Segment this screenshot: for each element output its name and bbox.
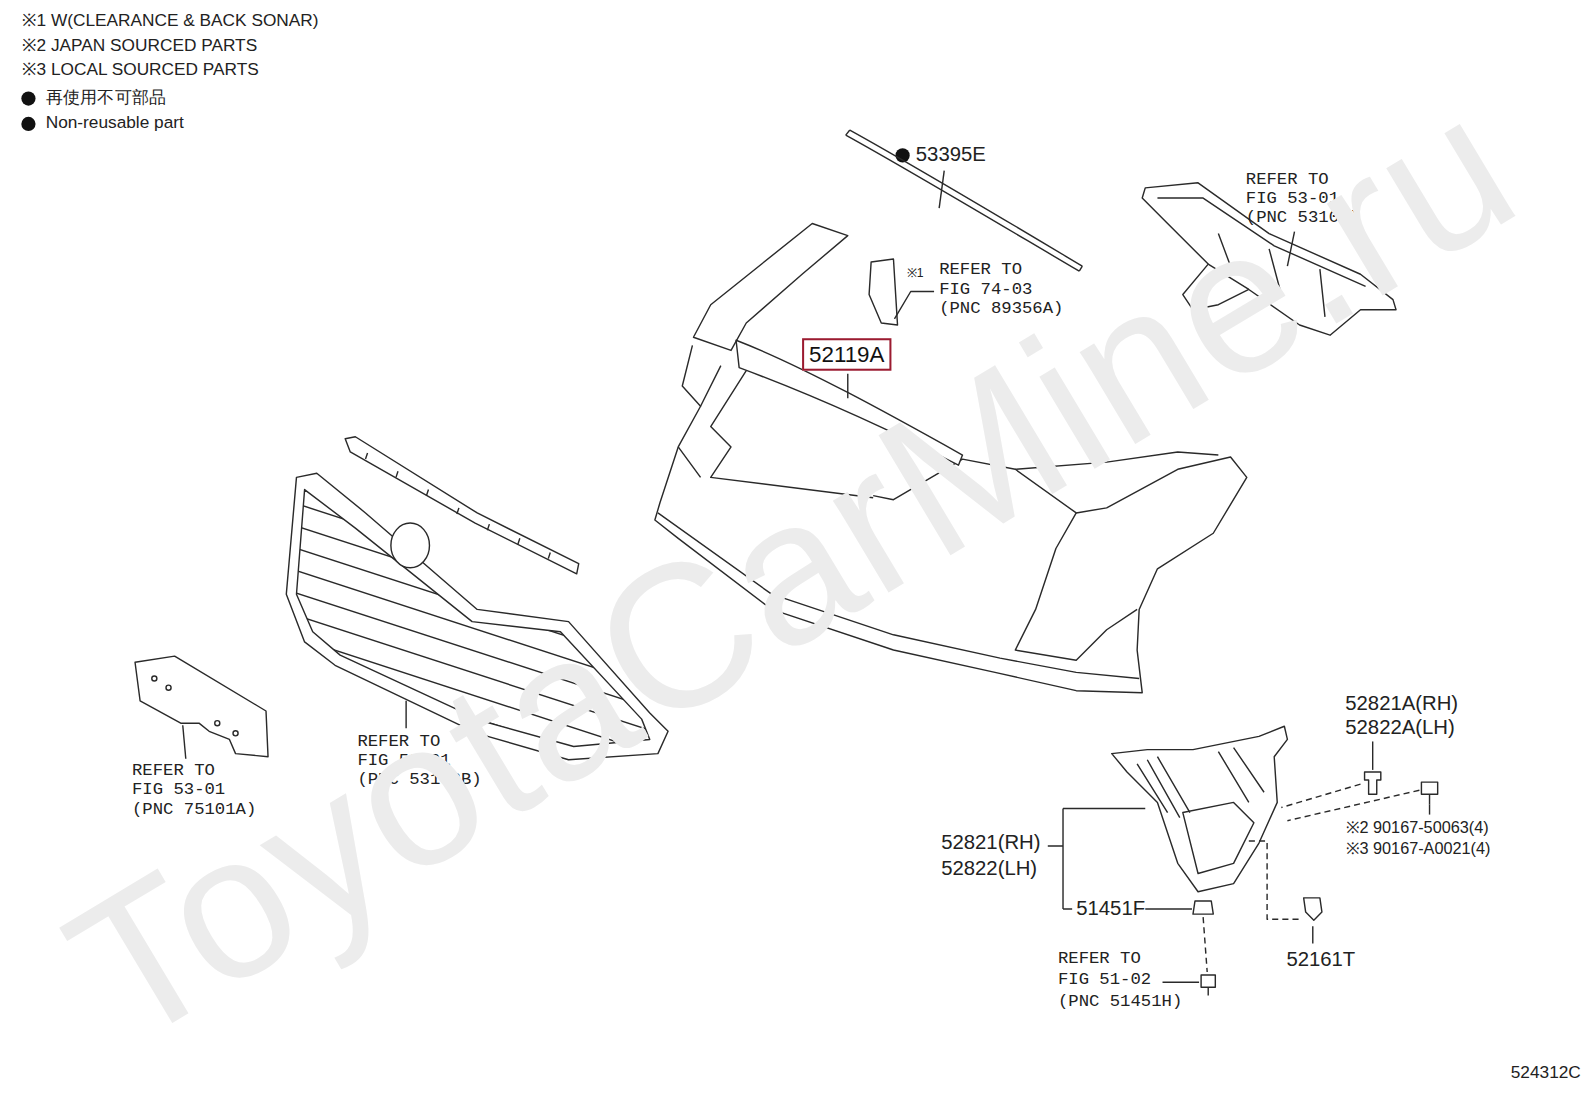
bolt <box>1421 782 1437 804</box>
moulding <box>850 130 1083 266</box>
note: ※1 W(CLEARANCE & BACK SONAR) <box>22 12 318 29</box>
note-mark: ※1 <box>907 267 924 279</box>
part-number: ※2 90167-50063(4) <box>1346 820 1488 836</box>
reference-note: REFER TO <box>1058 950 1141 967</box>
part-number: 51451F <box>1076 898 1145 918</box>
note: Non-reusable part <box>46 114 184 131</box>
note: ※3 LOCAL SOURCED PARTS <box>22 61 258 78</box>
hole <box>215 721 220 726</box>
moulding <box>846 130 1083 271</box>
part-number: ※3 90167-A0021(4) <box>1346 841 1490 857</box>
watermark: ToyotaCarMine.ru <box>39 61 1545 1078</box>
grille-moulding <box>345 437 579 574</box>
fog-cover-ribs <box>1137 748 1264 818</box>
dashed-lines <box>1203 784 1419 972</box>
figure-number: 524312C <box>1511 1063 1581 1080</box>
bolt <box>1201 975 1215 995</box>
bumper-cover <box>693 223 847 350</box>
clip <box>1193 901 1213 914</box>
plate-bracket <box>135 656 268 757</box>
clip <box>1365 772 1381 794</box>
reference-note: FIG 53-01 <box>132 781 225 798</box>
bullet-dot <box>21 117 35 131</box>
part-number: 52161T <box>1286 949 1355 969</box>
reference-note: FIG 74-03 <box>939 280 1032 297</box>
part-number: 52821(RH) <box>941 832 1040 852</box>
hole <box>152 676 157 681</box>
note: 再使用不可部品 <box>46 88 167 105</box>
part-number: 52821A(RH) <box>1345 693 1458 713</box>
hole <box>166 685 171 690</box>
part-number: 52822(LH) <box>941 857 1037 877</box>
reference-note: REFER TO <box>132 762 215 779</box>
hole <box>233 731 238 736</box>
moulding <box>846 135 1080 271</box>
callout-box: 52119A <box>802 338 891 371</box>
clip <box>1304 898 1322 920</box>
reference-note: FIG 51-02 <box>1058 971 1151 988</box>
sonar-cover <box>869 259 897 325</box>
part-number: 52119A <box>809 342 884 367</box>
part-number: 52822A(LH) <box>1345 717 1454 737</box>
grille-clips <box>366 453 551 559</box>
reference-note: REFER TO <box>939 261 1022 278</box>
part-number: 53395E <box>916 144 986 164</box>
emblem-mount <box>391 523 430 568</box>
note: ※2 JAPAN SOURCED PARTS <box>22 37 257 54</box>
bumper-edge <box>678 366 721 478</box>
reference-note: (PNC 51451H) <box>1058 992 1182 1009</box>
bullet-dot <box>21 91 35 105</box>
fog-cover-opening <box>1183 802 1254 873</box>
